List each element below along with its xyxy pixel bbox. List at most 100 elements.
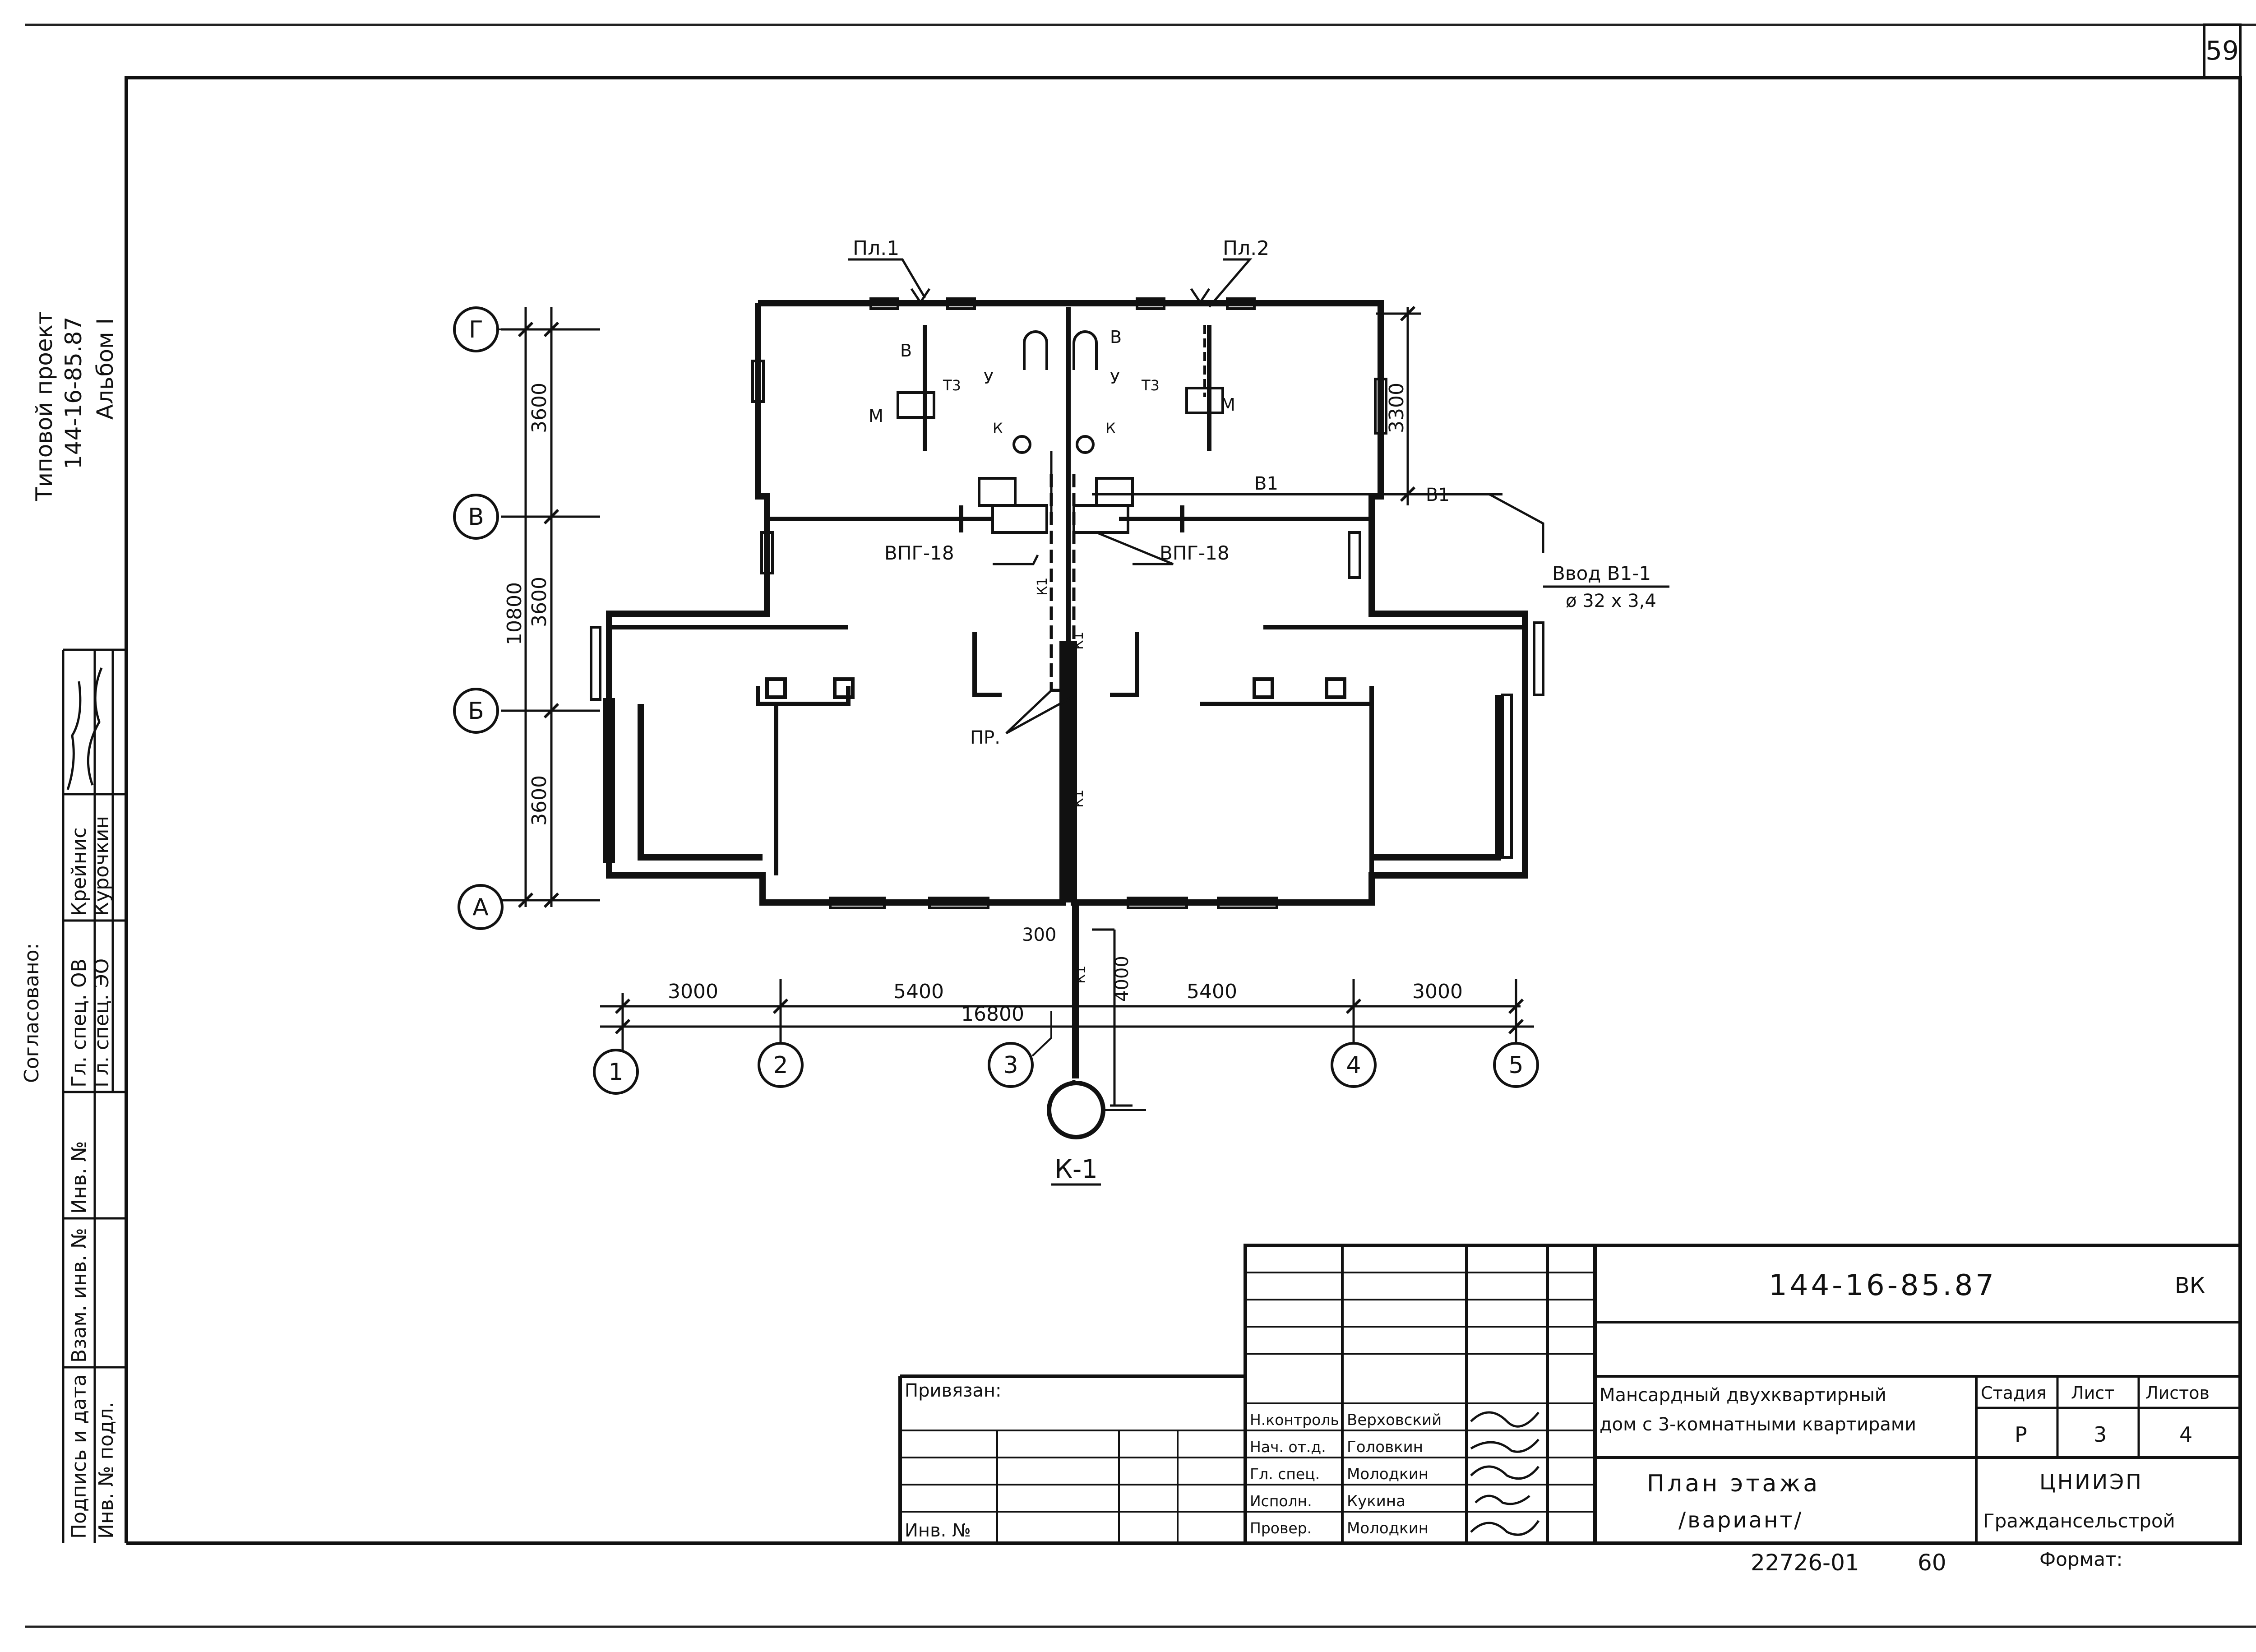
stamp-row1-role: Гл. спец. ОВ — [68, 958, 91, 1087]
stamp-vzam-inv: Взам. инв. № — [68, 1228, 91, 1363]
label-vvod-size: ø 32 x 3,4 — [1566, 591, 1656, 611]
tb-mark: ВК — [2175, 1273, 2205, 1298]
tb-role-0: Н.контроль — [1250, 1411, 1339, 1429]
label-t3-left: Т3 — [943, 377, 961, 394]
tb-sheet-title-line2: /вариант/ — [1678, 1508, 1803, 1533]
windows — [590, 297, 1544, 909]
tb-footer-code: 22726-01 — [1751, 1550, 1859, 1576]
side-title-line2: 144-16-85.87 — [60, 317, 87, 469]
side-title-line3: Альбом I — [92, 318, 118, 420]
well-k1 — [1047, 1081, 1105, 1139]
label-u-left: У — [984, 369, 994, 388]
sheet-number: 59 — [2205, 35, 2239, 66]
dim-300: 300 — [1022, 925, 1056, 945]
label-vvod: Ввод В1-1 — [1552, 562, 1651, 584]
bubble-leader-3 — [1031, 1037, 1052, 1057]
label-m-right: М — [1220, 395, 1235, 415]
label-vpg-right: ВПГ-18 — [1160, 542, 1230, 564]
title-block — [898, 1244, 2242, 1545]
label-leaders — [848, 258, 1669, 735]
tb-org-line1: ЦНИИЭП — [2039, 1470, 2143, 1494]
stamp-inv-podl: Инв. № подл. — [95, 1402, 118, 1539]
axis-number-1: 1 — [608, 1059, 623, 1086]
dim-4000: 4000 — [1112, 956, 1133, 1002]
label-b1-outer: В1 — [1426, 485, 1450, 505]
stamp-podpis-data: Подпись и дата — [68, 1374, 91, 1539]
side-stamp — [62, 648, 126, 1543]
tb-inv-no: Инв. № — [905, 1520, 971, 1541]
stamp-inv-no: Инв. № — [68, 1141, 91, 1214]
tb-name-1: Головкин — [1347, 1438, 1423, 1456]
label-m-left: М — [869, 406, 883, 426]
axis-bubbles — [453, 306, 1539, 1095]
tb-name-2: Молодкин — [1347, 1465, 1428, 1483]
tb-role-3: Исполн. — [1250, 1492, 1312, 1510]
tb-stage-hdr: Стадия — [1981, 1383, 2047, 1403]
porch-columns — [765, 677, 1346, 699]
label-vpg-left: ВПГ-18 — [884, 542, 954, 564]
label-k1-pipe-3: К1 — [1071, 790, 1086, 808]
label-pl2: Пл.2 — [1223, 237, 1269, 260]
label-k-left: К — [993, 420, 1003, 437]
tb-sheets: 4 — [2179, 1422, 2192, 1447]
tb-privyazan: Привязан: — [905, 1380, 1002, 1401]
tb-signatures — [1470, 1411, 1540, 1536]
tb-object-line1: Мансардный двухквартирный — [1600, 1385, 1886, 1406]
stamp-signatures — [66, 667, 103, 790]
label-t3-right: Т3 — [1141, 377, 1160, 394]
dimension-lines — [524, 307, 1534, 1107]
tb-name-3: Кукина — [1347, 1492, 1405, 1510]
dim-bottom-2: 5400 — [893, 980, 944, 1003]
tb-sheets-hdr: Листов — [2145, 1383, 2210, 1403]
side-title-line1: Типовой проект — [31, 311, 57, 501]
label-k1-pipe-4: К1 — [1073, 966, 1089, 984]
label-v-left: В — [900, 341, 912, 361]
label-v-right: В — [1110, 327, 1122, 347]
dim-right: 3300 — [1385, 383, 1408, 433]
label-u-right: У — [1110, 369, 1120, 388]
sheet-number-box — [2203, 23, 2242, 79]
label-k1-pipe-1: К1 — [1035, 578, 1050, 596]
tb-stage: Р — [2015, 1422, 2027, 1447]
label-pl1: Пл.1 — [853, 237, 899, 260]
stamp-agreed: Согласовано: — [20, 943, 43, 1083]
dim-left-1: 3600 — [528, 383, 551, 433]
tb-role-2: Гл. спец. — [1250, 1465, 1320, 1483]
tb-sheet: 3 — [2094, 1422, 2107, 1447]
tb-name-4: Молодкин — [1347, 1519, 1428, 1537]
label-k1-well: К-1 — [1054, 1155, 1098, 1184]
side-title: Типовой проект 144-16-85.87 Альбом I — [31, 311, 118, 501]
label-pr: ПР. — [970, 727, 1000, 748]
tb-sheet-title-line1: План этажа — [1647, 1470, 1820, 1497]
dim-bottom-total: 16800 — [961, 1003, 1024, 1026]
axis-number-2: 2 — [773, 1052, 788, 1079]
dim-bottom-1: 3000 — [668, 980, 718, 1003]
axis-letter-v: В — [468, 504, 484, 531]
axis-number-5: 5 — [1508, 1052, 1523, 1079]
axis-letter-b: Б — [468, 698, 484, 725]
axis-letter-a: А — [472, 894, 489, 921]
stamp-row1-name: Крейнис — [68, 828, 91, 916]
tb-object-line2: дом с 3-комнатными квартирами — [1600, 1414, 1916, 1435]
dim-bottom-3: 5400 — [1187, 980, 1237, 1003]
tb-footer-num: 60 — [1918, 1550, 1946, 1576]
tb-format-label: Формат: — [2039, 1548, 2123, 1570]
dim-left-3: 3600 — [528, 775, 551, 826]
axis-number-4: 4 — [1346, 1052, 1361, 1079]
tb-name-0: Верховский — [1347, 1411, 1442, 1429]
tb-role-1: Нач. от.д. — [1250, 1438, 1326, 1456]
dimension-ticks — [518, 305, 1524, 1035]
tb-code: 144-16-85.87 — [1769, 1269, 1997, 1302]
pipes — [924, 325, 1544, 1124]
tb-sheet-hdr: Лист — [2071, 1383, 2114, 1403]
dim-left-total: 10800 — [503, 582, 526, 645]
tb-role-4: Провер. — [1250, 1519, 1312, 1537]
tb-org-line2: Граждансельстрой — [1983, 1510, 2175, 1532]
riser-symbol-2 — [1190, 288, 1211, 305]
stamp-row2-role: Гл. спец. ЭО — [90, 958, 113, 1087]
dim-left-2: 3600 — [528, 577, 551, 627]
label-k1-pipe-2: К1 — [1071, 632, 1086, 650]
riser-symbol-1 — [910, 288, 931, 305]
